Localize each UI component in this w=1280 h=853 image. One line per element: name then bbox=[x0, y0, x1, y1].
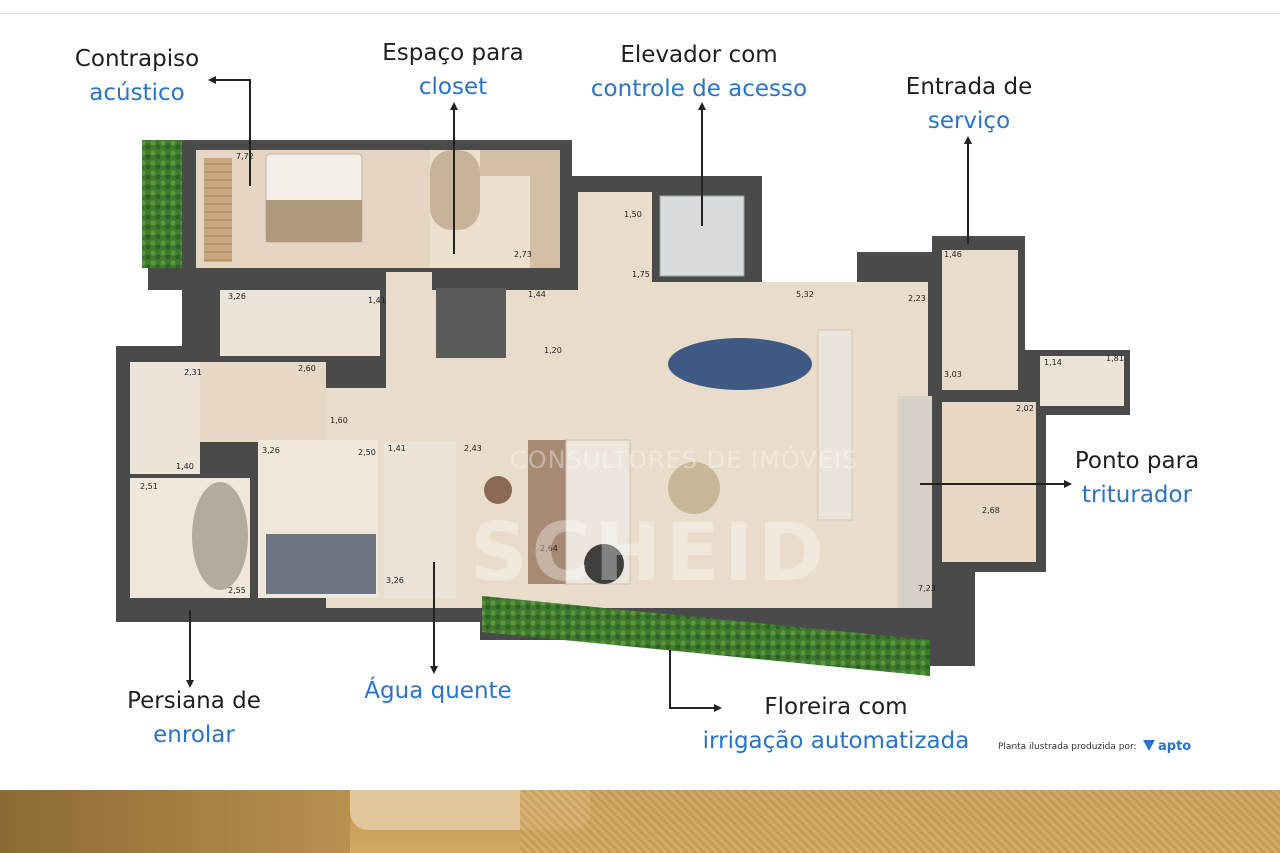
label-line: Entrada de bbox=[905, 74, 1033, 100]
dim-label: 3,26 bbox=[386, 576, 404, 585]
dim-label: 2,55 bbox=[228, 586, 246, 595]
label-line-highlight: controle de acesso bbox=[590, 76, 808, 102]
floor-plan bbox=[116, 76, 1130, 712]
label-line: Contrapiso bbox=[74, 46, 200, 72]
dim-label: 2,64 bbox=[540, 544, 558, 553]
label-line-highlight: Água quente bbox=[364, 678, 512, 704]
dim-label: 2,51 bbox=[140, 482, 158, 491]
dim-label: 2,02 bbox=[1016, 404, 1034, 413]
dim-label: 1,44 bbox=[528, 290, 546, 299]
dim-label: 2,50 bbox=[358, 448, 376, 457]
label-elevador: Elevador com controle de acesso bbox=[576, 38, 822, 106]
dim-label: 7,23 bbox=[918, 584, 936, 593]
label-line-highlight: triturador bbox=[1081, 482, 1193, 508]
planter-left bbox=[142, 140, 182, 268]
label-line-highlight: enrolar bbox=[153, 722, 235, 748]
dim-label: 1,41 bbox=[368, 296, 386, 305]
watermark-tagline: CONSULTORES DE IMÓVEIS bbox=[510, 446, 859, 474]
callout-arrows bbox=[189, 79, 1068, 709]
dim-label: 3,26 bbox=[262, 446, 280, 455]
planter-bottom bbox=[482, 596, 930, 676]
dim-label: 1,81 bbox=[1106, 354, 1124, 363]
label-servico: Entrada de serviço bbox=[896, 70, 1042, 138]
dim-label: 1,20 bbox=[544, 346, 562, 355]
label-line-highlight: serviço bbox=[927, 108, 1011, 134]
label-line: Floreira com bbox=[764, 694, 908, 720]
dim-label: 1,46 bbox=[944, 250, 962, 259]
label-line-highlight: acústico bbox=[89, 80, 185, 106]
dim-label: 1,75 bbox=[632, 270, 650, 279]
dim-label: 2,73 bbox=[514, 250, 532, 259]
dim-label: 1,60 bbox=[330, 416, 348, 425]
label-line-highlight: irrigação automatizada bbox=[702, 728, 970, 754]
photo-rug bbox=[520, 790, 1280, 853]
label-contrapiso: Contrapiso acústico bbox=[62, 42, 212, 110]
label-line: Ponto para bbox=[1074, 448, 1200, 474]
label-line-highlight: closet bbox=[418, 74, 488, 100]
dim-label: 1,50 bbox=[624, 210, 642, 219]
dim-label: 1,40 bbox=[176, 462, 194, 471]
label-line: Persiana de bbox=[127, 688, 261, 714]
dim-label: 2,31 bbox=[184, 368, 202, 377]
label-persiana: Persiana de enrolar bbox=[118, 684, 270, 752]
apto-logo: apto bbox=[1143, 739, 1191, 754]
dim-label: 5,32 bbox=[796, 290, 814, 299]
dim-label: 1,41 bbox=[388, 444, 406, 453]
apto-logo-icon bbox=[1143, 740, 1155, 751]
dim-label: 2,23 bbox=[908, 294, 926, 303]
top-divider bbox=[0, 13, 1280, 14]
label-agua: Água quente bbox=[352, 674, 524, 708]
credit-text: Planta ilustrada produzida por: bbox=[998, 742, 1137, 752]
dim-label: 3,26 bbox=[228, 292, 246, 301]
dim-label: 7,72 bbox=[236, 152, 254, 161]
apto-brand: apto bbox=[1158, 739, 1192, 754]
dim-label: 2,43 bbox=[464, 444, 482, 453]
dim-label: 2,68 bbox=[982, 506, 1000, 515]
label-triturador: Ponto para triturador bbox=[1064, 444, 1210, 512]
label-line: Espaço para bbox=[382, 40, 524, 66]
bottom-photo bbox=[0, 790, 1280, 853]
watermark-logo: SCHEID bbox=[470, 506, 829, 599]
dim-label: 2,60 bbox=[298, 364, 316, 373]
photo-shadow bbox=[0, 790, 350, 853]
label-floreira: Floreira com irrigação automatizada bbox=[686, 690, 986, 758]
label-line: Elevador com bbox=[620, 42, 778, 68]
label-closet: Espaço para closet bbox=[372, 36, 534, 104]
dim-label: 1,14 bbox=[1044, 358, 1062, 367]
dim-label: 3,03 bbox=[944, 370, 962, 379]
